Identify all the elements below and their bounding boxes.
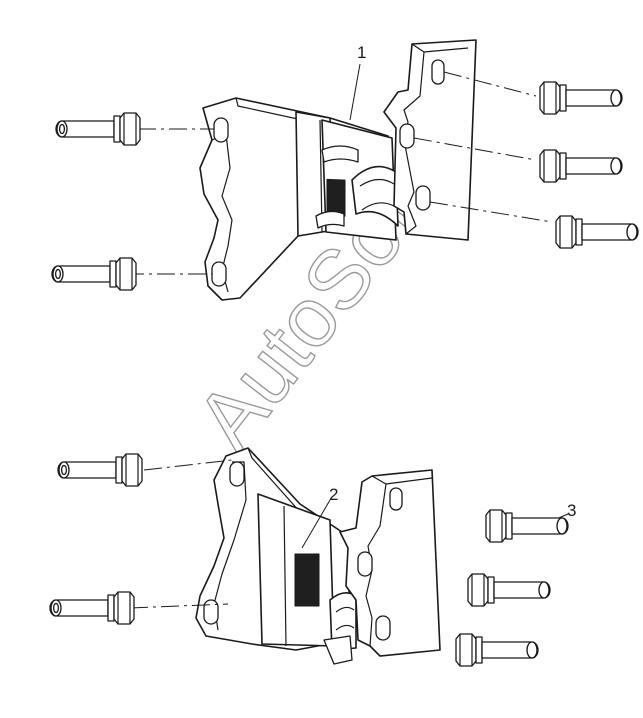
callout-1: 1 — [357, 43, 366, 62]
bolt-upper-right-1 — [539, 81, 623, 115]
bolt-loose-3 — [455, 633, 539, 667]
bolt-upper-left-2 — [51, 257, 137, 291]
bolt-loose-2 — [467, 573, 551, 607]
bracket-lower — [195, 447, 441, 665]
callout-2: 2 — [329, 485, 338, 504]
callout-3: 3 — [567, 501, 576, 520]
bracket-upper — [199, 39, 477, 301]
bolt-upper-left-1 — [55, 112, 141, 146]
bolt-lower-left-2 — [49, 591, 135, 625]
bolt-upper-right-2 — [539, 149, 623, 183]
bolt-lower-left-1 — [57, 453, 143, 487]
bolt-upper-right-3 — [555, 215, 639, 249]
bolt-loose-1 — [485, 509, 569, 543]
